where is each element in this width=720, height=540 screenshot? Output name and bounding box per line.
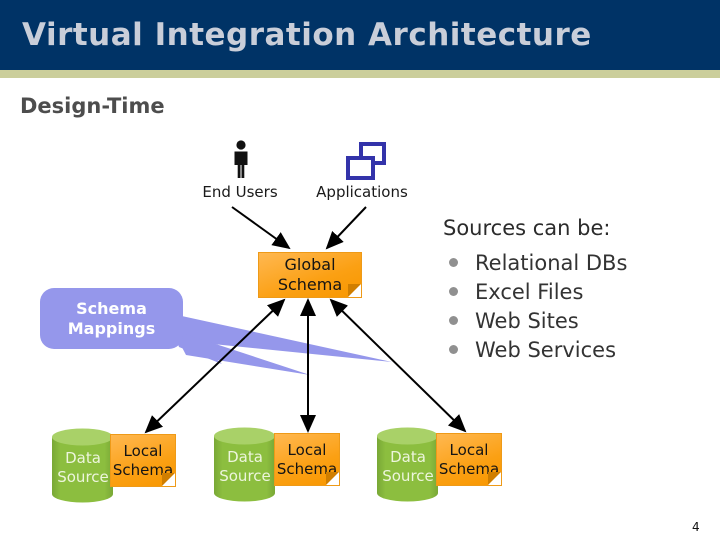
title-bar: Virtual Integration Architecture: [0, 0, 720, 70]
local-schema-note: Local Schema: [274, 433, 340, 486]
schema-mappings-label: Schema Mappings: [67, 298, 156, 338]
schema-mappings-callout: Schema Mappings: [40, 288, 183, 349]
arrow-endusers-to-global: [231, 206, 291, 250]
list-item: Web Sites: [443, 306, 703, 335]
data-source-label: Data Source: [57, 449, 109, 486]
bullet-icon: [449, 316, 458, 325]
page-number: 4: [692, 520, 700, 534]
slide-title: Virtual Integration Architecture: [22, 17, 592, 53]
source-item-label: Excel Files: [475, 279, 584, 304]
global-schema-note: Global Schema: [258, 252, 362, 298]
mapping-beams: [168, 313, 392, 375]
local-schema-label: Local Schema: [438, 440, 500, 478]
global-schema-label: Global Schema: [277, 255, 343, 294]
list-item: Web Services: [443, 335, 703, 364]
local-schema-note: Local Schema: [110, 434, 176, 487]
sources-heading: Sources can be:: [443, 216, 611, 240]
local-schema-note: Local Schema: [436, 433, 502, 486]
list-item: Excel Files: [443, 277, 703, 306]
local-schema-label: Local Schema: [276, 440, 338, 478]
end-users-label: End Users: [202, 183, 278, 201]
data-source-label: Data Source: [219, 448, 271, 485]
source-item-label: Web Sites: [475, 308, 579, 333]
applications-icon: [346, 142, 386, 180]
connector-arrows: [144, 206, 467, 434]
accent-bar: [0, 70, 720, 78]
section-heading: Design-Time: [20, 94, 165, 118]
arrow-applications-to-global: [325, 206, 367, 250]
data-source-label: Data Source: [382, 448, 434, 485]
bullet-icon: [449, 345, 458, 354]
bullet-icon: [449, 287, 458, 296]
source-item-label: Relational DBs: [475, 250, 628, 275]
local-schema-label: Local Schema: [112, 441, 174, 479]
sources-panel: Sources can be: Relational DBs Excel Fil…: [443, 216, 703, 364]
bullet-icon: [449, 258, 458, 267]
list-item: Relational DBs: [443, 248, 703, 277]
person-icon: [234, 140, 248, 178]
source-item-label: Web Services: [475, 337, 617, 362]
applications-label: Applications: [316, 183, 408, 201]
